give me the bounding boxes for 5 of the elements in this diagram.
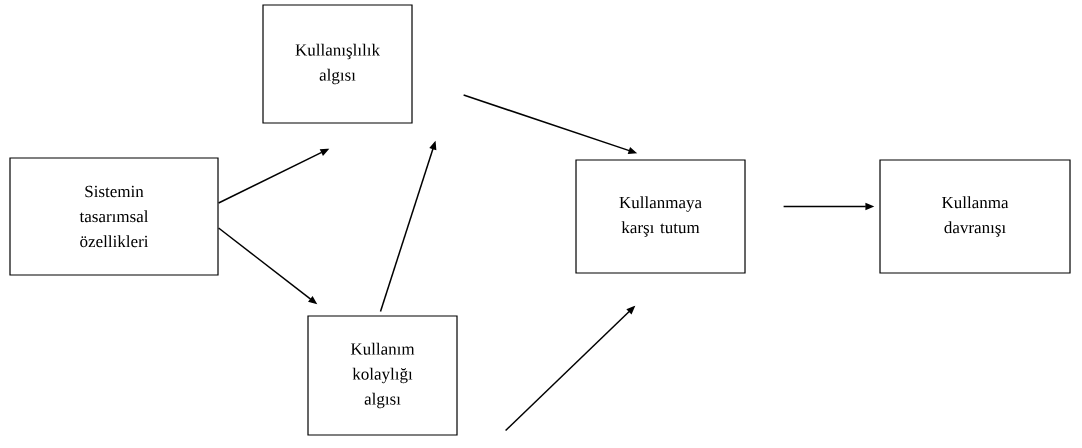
process-box: Kullanma davranışı xyxy=(879,159,1071,274)
process-box: Kullanışlılık algısı xyxy=(262,4,413,124)
process-box: Sistemin tasarımsal özellikleri xyxy=(9,157,219,276)
process-box: Kullanım kolaylığı algısı xyxy=(307,315,458,436)
process-box: Kullanmaya karşı tutum xyxy=(575,159,746,274)
